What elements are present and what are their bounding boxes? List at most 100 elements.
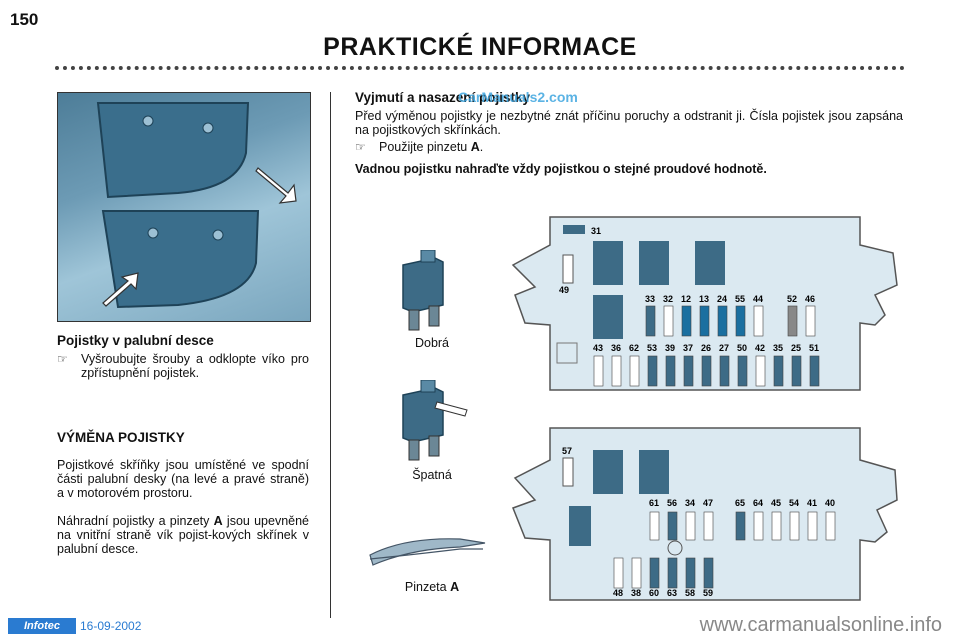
fuse-replacement-paragraph-1: Pojistkové skříňky jsou umístěné ve spod…: [57, 458, 309, 500]
fuse-label: 51: [809, 343, 819, 353]
fuse: [629, 355, 640, 387]
removal-note: Vadnou pojistku nahraďte vždy pojistkou …: [355, 162, 767, 176]
fuse: [737, 355, 748, 387]
fuse-label: 36: [611, 343, 621, 353]
tweezers-letter: A: [450, 580, 460, 594]
fuse-label: 26: [701, 343, 711, 353]
fuse-label: 52: [787, 294, 797, 304]
fuse-label: 39: [665, 343, 675, 353]
fuse: [681, 305, 692, 337]
fuse-label: 37: [683, 343, 693, 353]
fuse: [645, 305, 656, 337]
fuse: [703, 557, 714, 589]
fuse-label: 27: [719, 343, 729, 353]
fuse: [805, 305, 816, 337]
fuse-label: 63: [667, 588, 677, 598]
fuse-label: 35: [773, 343, 783, 353]
fuse-label: 56: [667, 498, 677, 508]
fuse: [717, 305, 728, 337]
bad-fuse-caption: Špatná: [412, 468, 452, 482]
fuse-label: 58: [685, 588, 695, 598]
fuse-label: 34: [685, 498, 695, 508]
fuse-label: 41: [807, 498, 817, 508]
fuse: [755, 355, 766, 387]
fuse: [647, 355, 658, 387]
fuse-label: 48: [613, 588, 623, 598]
fuse: [701, 355, 712, 387]
tweezers-letter: A: [470, 140, 480, 154]
fuse: [771, 511, 782, 541]
fuse: [685, 511, 696, 541]
fuse: [611, 355, 622, 387]
fuse: [667, 557, 678, 589]
step-text: Použijte pinzetu: [379, 140, 471, 154]
fuse-label: 33: [645, 294, 655, 304]
fuse: [667, 511, 678, 541]
fuse: [825, 511, 836, 541]
removal-step-text: Použijte pinzetu A.: [379, 140, 483, 154]
fuse: [699, 305, 710, 337]
removal-heading: Vyjmutí a nasazení pojistky: [355, 90, 531, 105]
removal-paragraph: Před výměnou pojistky je nezbytné znát p…: [355, 109, 903, 137]
step-text: .: [479, 140, 484, 154]
title-divider: [55, 66, 905, 70]
fuse: [807, 511, 818, 541]
fuse: [685, 557, 696, 589]
fuse-label: 42: [755, 343, 765, 353]
site-watermark: www.carmanualsonline.info: [699, 614, 942, 636]
bad-fuse-illustration: [402, 380, 468, 461]
fuse-label: 59: [703, 588, 713, 598]
fuse-replacement-heading: VÝMĚNA POJISTKY: [57, 430, 185, 445]
watermark: CarManuals2.com: [458, 89, 578, 105]
fuse-label: 25: [791, 343, 801, 353]
fuse-label: 38: [631, 588, 641, 598]
fuse-label: 32: [663, 294, 673, 304]
fuse-label: 13: [699, 294, 709, 304]
fuse-label: 64: [753, 498, 763, 508]
fuse: [735, 511, 746, 541]
page-number: 150: [10, 10, 39, 29]
fuse: [663, 305, 674, 337]
fuse-label: 46: [805, 294, 815, 304]
fuse-label: 12: [681, 294, 691, 304]
fuse: [593, 355, 604, 387]
fuse: [791, 355, 802, 387]
fuse: [787, 305, 798, 337]
fuse-label: 43: [593, 343, 603, 353]
hand-pointer-icon: ☞: [355, 140, 366, 154]
fuse-label: 57: [562, 446, 572, 456]
fuse-label: 54: [789, 498, 799, 508]
fuse-label: 49: [559, 285, 569, 295]
good-fuse-caption: Dobrá: [414, 336, 450, 350]
fuse-label: 65: [735, 498, 745, 508]
fuse: [703, 511, 714, 541]
tweezers-illustration: [369, 538, 486, 566]
fuse-label: 24: [717, 294, 727, 304]
dashboard-fuses-step-text: Vyšroubujte šrouby a odklopte víko pro z…: [81, 352, 309, 380]
fuse-label: 47: [703, 498, 713, 508]
fuse-label: 50: [737, 343, 747, 353]
fuse-label: 53: [647, 343, 657, 353]
fuse: [735, 305, 746, 337]
good-fuse-illustration: [402, 250, 444, 331]
print-date: 16-09-2002: [80, 619, 142, 633]
paragraph-text: jsou upevněné na vnitřní straně vík poji…: [57, 514, 309, 556]
fuse-label: 40: [825, 498, 835, 508]
fuse: [809, 355, 820, 387]
column-divider: [330, 92, 331, 618]
fuse-label: 44: [753, 294, 763, 304]
fuse: [789, 511, 800, 541]
fuse: [649, 511, 660, 541]
caption-text: Pinzeta: [404, 580, 451, 594]
fuse: [683, 355, 694, 387]
tweezers-letter: A: [213, 514, 223, 528]
fuse: [631, 557, 642, 589]
fuse-label: 60: [649, 588, 659, 598]
fuse-label: 31: [591, 226, 601, 236]
fuse: [665, 355, 676, 387]
fuse: [649, 557, 660, 589]
fuse: [613, 557, 624, 589]
fuse-label: 45: [771, 498, 781, 508]
